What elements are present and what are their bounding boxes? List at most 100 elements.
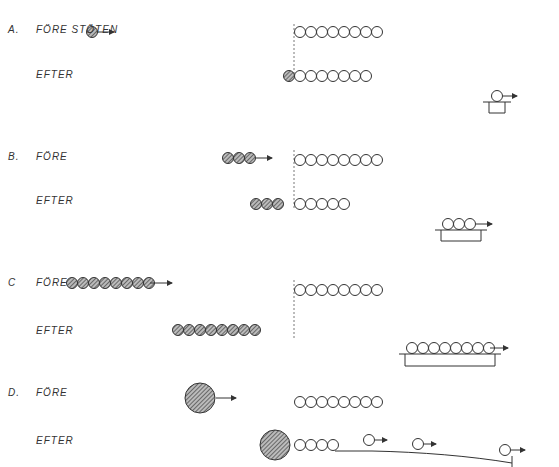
resting-ball [328,155,339,166]
resting-ball [317,440,328,451]
moving-ball [217,325,228,336]
caption-label: A. [8,25,19,35]
caption-label: C [8,278,16,288]
resting-ball [295,71,306,82]
caption-label: FÖRE [36,388,68,398]
velocity-arrow [150,283,172,284]
resting-ball [328,27,339,38]
moving-ball [223,153,234,164]
caption-label: EFTER [36,326,74,336]
resting-ball [339,199,350,210]
resting-ball [473,343,484,354]
resting-ball [413,439,424,450]
resting-ball [306,155,317,166]
resting-ball [372,27,383,38]
support-tray [483,102,511,113]
caption-label: EFTER [36,436,74,446]
moving-ball [260,430,290,460]
resting-ball [328,440,339,451]
velocity-arrow [511,450,525,451]
moving-ball [262,199,273,210]
resting-ball [407,343,418,354]
moving-ball [111,278,122,289]
resting-ball [317,27,328,38]
moving-ball [284,71,295,82]
caption-label: B. [8,152,19,162]
moving-ball [100,278,111,289]
resting-ball [306,199,317,210]
caption-label: EFTER [36,196,74,206]
resting-ball [465,219,476,230]
moving-ball [206,325,217,336]
reference-line [294,150,295,210]
velocity-arrow [476,224,492,225]
resting-ball [462,343,473,354]
caption-label: FÖRE [36,278,68,288]
support-tray [399,354,501,366]
moving-ball [122,278,133,289]
resting-ball [451,343,462,354]
resting-ball [372,397,383,408]
resting-ball [361,397,372,408]
resting-ball [295,27,306,38]
resting-ball [317,397,328,408]
resting-ball [295,285,306,296]
resting-ball [500,445,511,456]
caption-label: FÖRE STÖTEN [36,25,118,35]
resting-ball [339,155,350,166]
resting-ball [306,397,317,408]
resting-ball [317,155,328,166]
resting-ball [306,27,317,38]
moving-ball [250,325,261,336]
resting-ball [306,71,317,82]
resting-ball [328,199,339,210]
resting-ball [328,397,339,408]
resting-ball [364,435,375,446]
moving-ball [195,325,206,336]
resting-ball [295,155,306,166]
resting-ball [317,71,328,82]
floor-marker [512,456,513,467]
resting-ball [372,155,383,166]
moving-ball [251,199,262,210]
moving-ball [173,325,184,336]
moving-ball [239,325,250,336]
velocity-arrow [256,158,272,159]
resting-ball [339,27,350,38]
moving-ball [234,153,245,164]
resting-ball [454,219,465,230]
table-edge-curve [335,451,512,463]
support-tray [435,230,487,241]
resting-ball [443,219,454,230]
moving-ball [78,278,89,289]
reference-line [294,280,295,340]
moving-ball [273,199,284,210]
resting-ball [350,71,361,82]
resting-ball [339,71,350,82]
resting-ball [492,91,503,102]
resting-ball [361,27,372,38]
resting-ball [295,397,306,408]
resting-ball [361,285,372,296]
velocity-arrow [424,444,436,445]
resting-ball [295,440,306,451]
resting-ball [418,343,429,354]
caption-label: EFTER [36,70,74,80]
resting-ball [440,343,451,354]
resting-ball [429,343,440,354]
moving-ball [67,278,78,289]
moving-ball [228,325,239,336]
resting-ball [361,155,372,166]
resting-ball [350,27,361,38]
resting-ball [317,199,328,210]
velocity-arrow [375,440,387,441]
resting-ball [350,397,361,408]
moving-ball [245,153,256,164]
caption-label: D. [8,388,20,398]
velocity-arrow [490,348,508,349]
resting-ball [350,155,361,166]
resting-ball [372,285,383,296]
resting-ball [339,285,350,296]
